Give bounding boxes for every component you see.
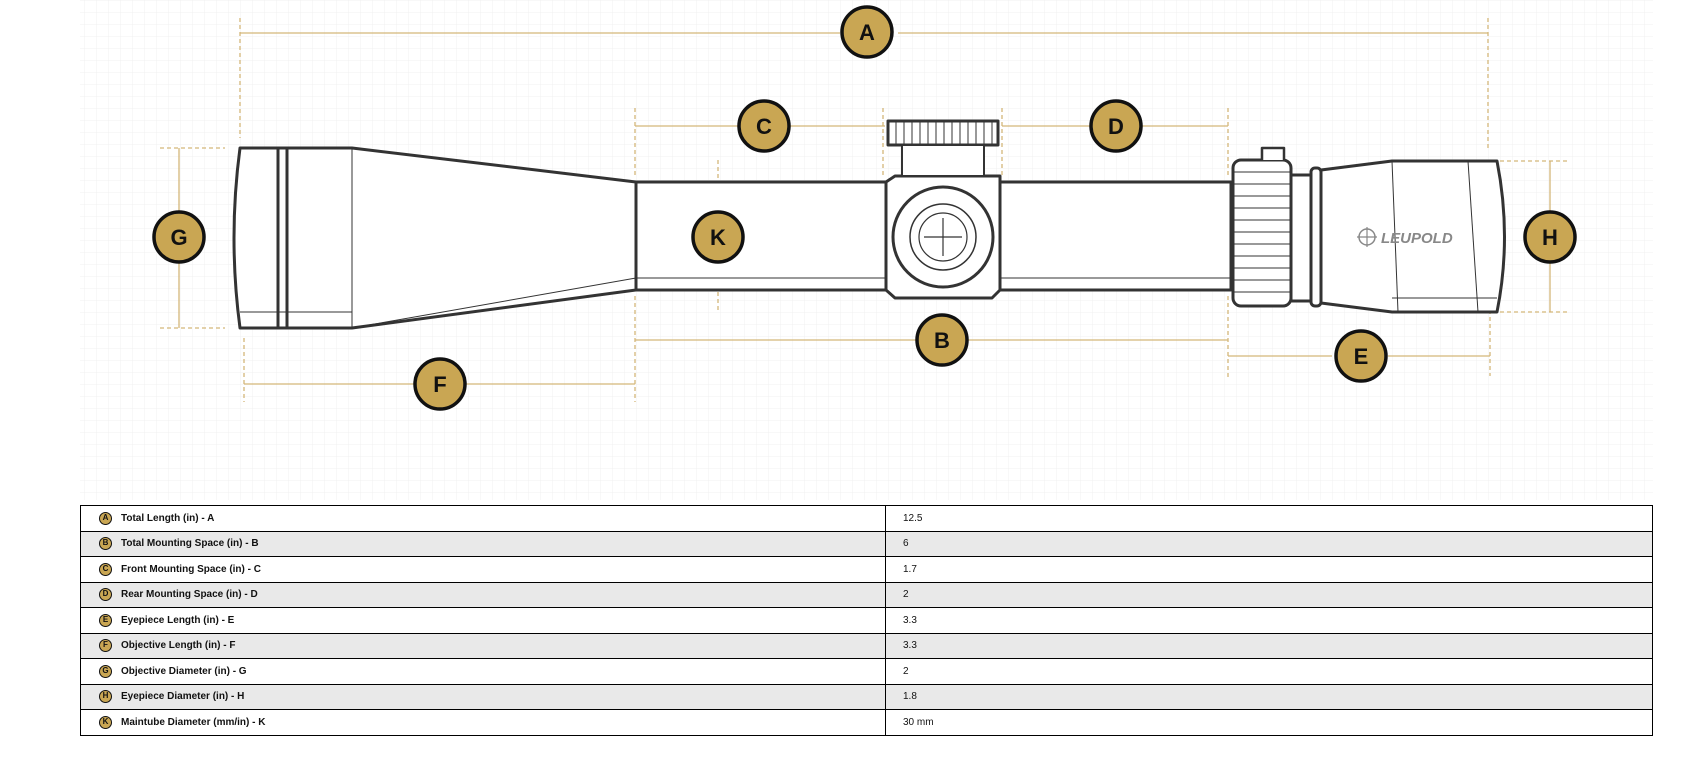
spec-label: Front Mounting Space (in) - C	[121, 563, 261, 575]
table-row: B Total Mounting Space (in) - B 6	[80, 530, 1653, 557]
power-ring-knurling	[1233, 171, 1291, 293]
callout-D: D	[1089, 99, 1143, 153]
callout-B: B	[915, 313, 969, 367]
spec-table: A Total Length (in) - A 12.5 B Total Mount…	[80, 505, 1653, 736]
svg-text:F: F	[433, 372, 446, 397]
callout-A: A	[840, 5, 894, 59]
svg-text:D: D	[1108, 114, 1124, 139]
svg-text:A: A	[859, 20, 875, 45]
letter-badge: H	[99, 690, 112, 704]
callout-G: G	[152, 210, 206, 264]
spec-label: Total Length (in) - A	[121, 512, 215, 524]
callout-E: E	[1334, 329, 1388, 383]
letter-badge: D	[99, 588, 112, 602]
spec-value: 2	[885, 581, 1653, 608]
table-row: G Objective Diameter (in) - G 2	[80, 658, 1653, 685]
table-row: K Maintube Diameter (mm/in) - K 30 mm	[80, 709, 1653, 736]
spec-label: Objective Diameter (in) - G	[121, 665, 247, 677]
spec-label: Objective Length (in) - F	[121, 640, 236, 652]
letter-badge: B	[99, 537, 112, 551]
power-ring	[1231, 158, 1293, 308]
brand-logo-text: LEUPOLD	[1381, 230, 1453, 247]
spec-value: 2	[885, 658, 1653, 685]
spec-value: 3.3	[885, 632, 1653, 659]
svg-text:H: H	[1542, 225, 1558, 250]
scope-diagram: LEUPOLD A B C D E F G H K	[80, 0, 1653, 500]
objective-bell	[232, 146, 638, 330]
spec-value: 1.8	[885, 683, 1653, 710]
letter-badge: A	[99, 511, 112, 525]
dimension-lines	[160, 18, 1568, 402]
letter-badge: E	[99, 613, 112, 627]
eyepiece	[1319, 159, 1506, 314]
spec-label: Rear Mounting Space (in) - D	[121, 589, 258, 601]
callout-H: H	[1523, 210, 1577, 264]
spec-value: 1.7	[885, 556, 1653, 583]
spec-value: 6	[885, 530, 1653, 557]
svg-text:K: K	[710, 225, 726, 250]
callout-C: C	[737, 99, 791, 153]
letter-badge: F	[99, 639, 112, 653]
elevation-turret	[886, 119, 1000, 147]
svg-text:B: B	[934, 328, 950, 353]
table-row: H Eyepiece Diameter (in) - H 1.8	[80, 683, 1653, 710]
spec-value: 3.3	[885, 607, 1653, 634]
svg-text:G: G	[170, 225, 187, 250]
callout-F: F	[413, 357, 467, 411]
svg-text:E: E	[1354, 344, 1369, 369]
scope-body	[232, 119, 1506, 330]
brand-logo: LEUPOLD	[1357, 227, 1453, 247]
turret-knurling	[895, 121, 993, 145]
spec-value: 12.5	[885, 505, 1653, 532]
spec-label: Maintube Diameter (mm/in) - K	[121, 716, 266, 728]
table-row: A Total Length (in) - A 12.5	[80, 505, 1653, 532]
table-row: E Eyepiece Length (in) - E 3.3	[80, 607, 1653, 634]
svg-text:C: C	[756, 114, 772, 139]
letter-badge: C	[99, 562, 112, 576]
spec-label: Eyepiece Length (in) - E	[121, 614, 235, 626]
callout-K: K	[691, 210, 745, 264]
table-row: F Objective Length (in) - F 3.3	[80, 632, 1653, 659]
table-row: D Rear Mounting Space (in) - D 2	[80, 581, 1653, 608]
table-row: C Front Mounting Space (in) - C 1.7	[80, 556, 1653, 583]
spec-value: 30 mm	[885, 709, 1653, 736]
spec-label: Eyepiece Diameter (in) - H	[121, 691, 245, 703]
spec-label: Total Mounting Space (in) - B	[121, 538, 259, 550]
letter-badge: K	[99, 715, 112, 729]
letter-badge: G	[99, 664, 112, 678]
maintube-rear	[993, 180, 1233, 292]
maintube-front	[634, 180, 888, 292]
